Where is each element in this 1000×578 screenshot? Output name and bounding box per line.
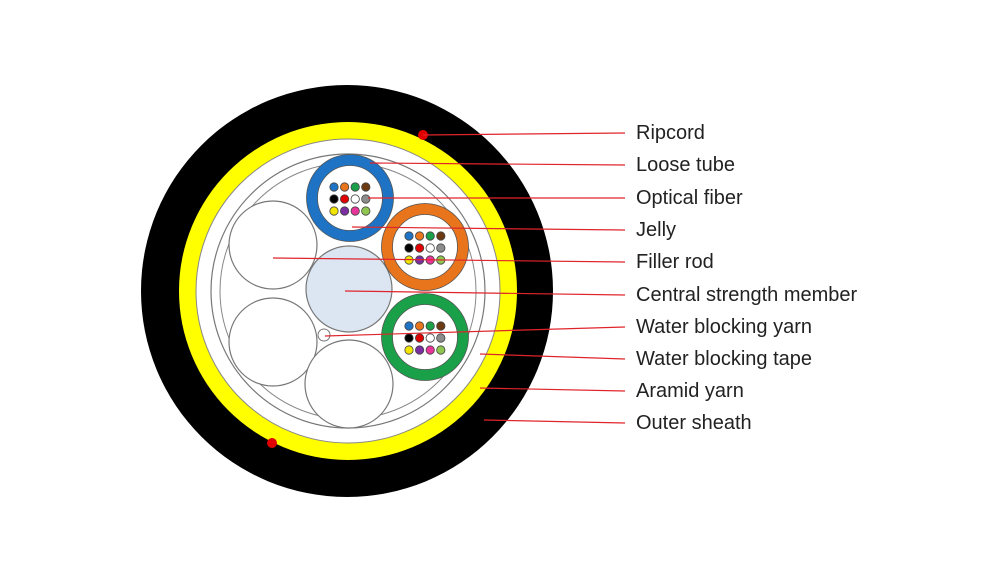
optical-fiber [361, 182, 371, 192]
leader-line-central-strength-member [344, 290, 626, 296]
leader-line-filler-rod [272, 257, 626, 263]
filler-rod [228, 200, 318, 290]
optical-fiber [361, 194, 371, 204]
optical-fiber [404, 231, 414, 241]
optical-fiber [329, 206, 339, 216]
central-strength-member [305, 245, 393, 333]
optical-fiber [425, 231, 435, 241]
label-jelly: Jelly [636, 219, 677, 241]
filler-rod [304, 339, 394, 429]
label-water-blocking-tape: Water blocking tape [636, 348, 813, 370]
label-optical-fiber: Optical fiber [636, 187, 743, 209]
label-water-blocking-yarn: Water blocking yarn [636, 316, 812, 338]
leader-line-outer-sheath [483, 419, 626, 424]
optical-fiber [339, 182, 350, 192]
optical-fiber [329, 194, 339, 204]
label-outer-sheath: Outer sheath [636, 412, 752, 434]
optical-fiber [404, 321, 414, 331]
water-blocking-yarn [317, 328, 331, 342]
optical-fiber [436, 231, 446, 241]
optical-fiber [436, 345, 446, 355]
label-filler-rod: Filler rod [636, 251, 714, 273]
optical-fiber [350, 206, 360, 216]
label-loose-tube: Loose tube [636, 154, 735, 176]
optical-fiber [425, 243, 435, 253]
optical-fiber [414, 243, 425, 253]
label-aramid-yarn: Aramid yarn [636, 380, 744, 402]
leader-line-water-blocking-tape [479, 353, 626, 360]
filler-rod [228, 297, 318, 387]
optical-fiber [436, 321, 446, 331]
optical-fiber [350, 182, 360, 192]
optical-fiber [425, 321, 435, 331]
optical-fiber [414, 231, 425, 241]
optical-fiber [414, 333, 425, 343]
optical-fiber [436, 333, 446, 343]
optical-fiber [404, 333, 414, 343]
loose-tube-outline [381, 293, 469, 381]
label-ripcord: Ripcord [636, 122, 705, 144]
loose-tube [381, 203, 469, 291]
optical-fiber [329, 182, 339, 192]
optical-fiber [436, 243, 446, 253]
optical-fiber [425, 333, 435, 343]
leader-line-ripcord [422, 132, 626, 136]
optical-fiber [350, 194, 360, 204]
loose-tube-inner-outline [392, 304, 458, 370]
optical-fiber [404, 345, 414, 355]
loose-tube-inner-outline [392, 214, 458, 280]
optical-fiber [414, 345, 425, 355]
leader-line-jelly [351, 226, 626, 231]
leader-line-water-blocking-yarn [324, 326, 626, 337]
optical-fiber [404, 243, 414, 253]
optical-fiber [339, 206, 350, 216]
loose-tube [381, 293, 469, 381]
optical-fiber [339, 194, 350, 204]
optical-fiber [414, 321, 425, 331]
label-central-strength-member: Central strength member [636, 284, 858, 306]
ripcord [267, 438, 277, 448]
loose-tube-outline [381, 203, 469, 291]
optical-fiber [361, 206, 371, 216]
optical-fiber [425, 345, 435, 355]
leader-line-aramid-yarn [479, 387, 626, 392]
leader-line-loose-tube [369, 162, 626, 166]
